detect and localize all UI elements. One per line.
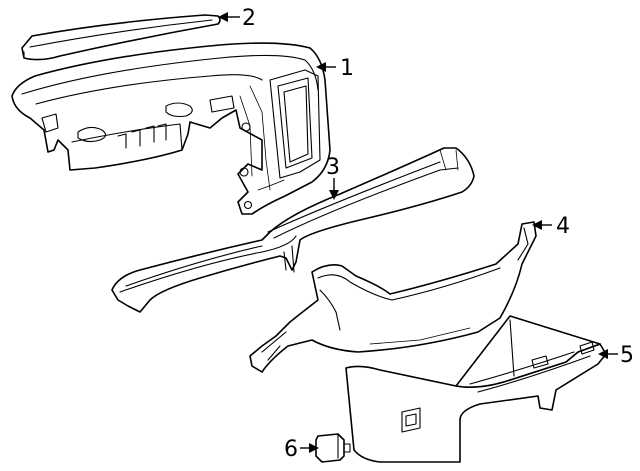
callout-2: 2: [242, 6, 256, 31]
callout-6: 6: [284, 437, 298, 462]
part-2-lid-pad: [21, 14, 221, 61]
callout-3: 3: [326, 155, 340, 180]
part-3-trim-bezel: [111, 147, 475, 313]
part-5-storage-bin: [345, 315, 607, 463]
part-1-console-housing: [11, 42, 331, 215]
part-4-lower-console-panel: [249, 221, 537, 373]
part-6-cap: [315, 433, 351, 463]
callout-5: 5: [620, 343, 634, 368]
callout-4: 4: [556, 214, 570, 239]
callout-leaders: [218, 12, 618, 453]
callout-1: 1: [340, 56, 354, 81]
